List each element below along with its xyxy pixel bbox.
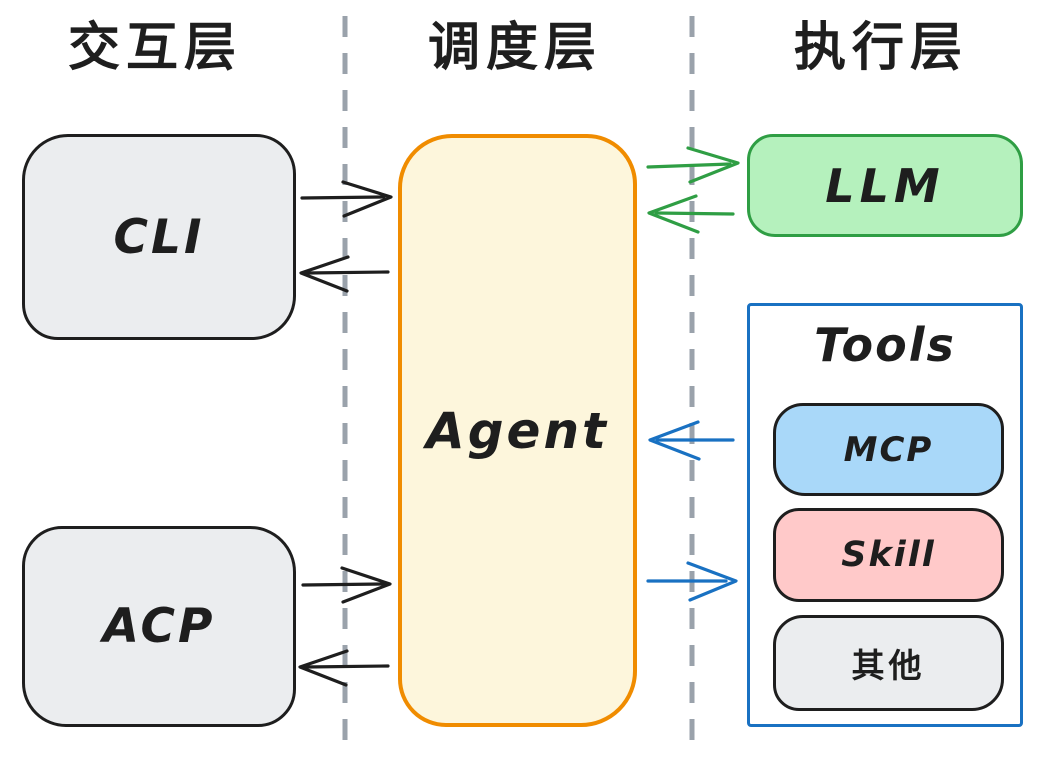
node-agent: Agent xyxy=(398,134,637,727)
arrow-acp-to-agent xyxy=(301,566,392,604)
layer-title-interaction: 交互层 xyxy=(67,18,242,78)
node-acp: ACP xyxy=(22,526,296,727)
arrow-cli-to-agent xyxy=(300,180,393,218)
layer-title-execution: 执行层 xyxy=(793,18,968,78)
node-mcp-label: MCP xyxy=(843,429,934,470)
arrow-llm-to-agent xyxy=(647,194,735,234)
node-cli-label: CLI xyxy=(113,209,205,265)
node-skill-label: Skill xyxy=(841,535,936,575)
arrow-agent-to-llm xyxy=(646,146,740,184)
arrow-agent-to-tools xyxy=(646,561,738,602)
node-agent-label: Agent xyxy=(426,401,609,460)
tools-group-title: Tools xyxy=(814,318,956,372)
arrow-agent-to-cli xyxy=(299,255,390,293)
node-llm-label: LLM xyxy=(825,158,945,213)
node-acp-label: ACP xyxy=(102,599,216,654)
node-skill: Skill xyxy=(773,508,1004,602)
node-cli: CLI xyxy=(22,134,296,340)
node-mcp: MCP xyxy=(773,403,1004,496)
node-llm: LLM xyxy=(747,134,1023,237)
tools-group: Tools MCP Skill 其他 xyxy=(747,303,1023,727)
node-other-label: 其他 xyxy=(851,646,926,685)
arrow-agent-to-acp xyxy=(298,649,390,687)
arrow-tools-to-agent xyxy=(648,420,735,461)
node-other: 其他 xyxy=(773,615,1004,711)
layer-title-scheduling: 调度层 xyxy=(427,18,602,78)
